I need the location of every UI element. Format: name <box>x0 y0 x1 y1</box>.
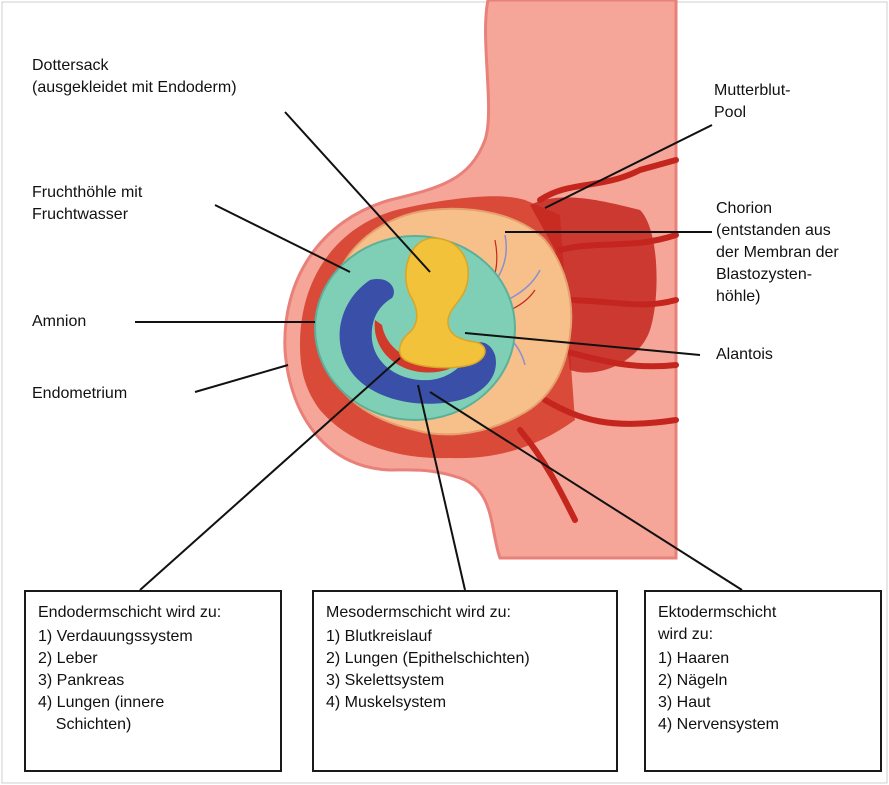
ectoderm-box-list: 1) Haaren 2) Nägeln 3) Haut 4) Nervensys… <box>658 648 870 736</box>
list-item: 4) Nervensystem <box>658 714 870 736</box>
endoderm-box-title: Endodermschicht wird zu: <box>38 602 270 624</box>
list-item: 1) Verdauungssystem <box>38 626 270 648</box>
pointer-endoderm-box <box>140 358 400 590</box>
list-item: 2) Nägeln <box>658 670 870 692</box>
label-amniotic-cavity: Fruchthöhle mit Fruchtwasser <box>32 182 142 226</box>
endoderm-box: Endodermschicht wird zu: 1) Verdauungssy… <box>24 590 282 772</box>
list-item: 3) Pankreas <box>38 670 270 692</box>
pointer-endometrium <box>195 365 288 392</box>
ectoderm-box-title: Ektodermschicht wird zu: <box>658 602 870 646</box>
label-amnion: Amnion <box>32 311 86 333</box>
mesoderm-box-list: 1) Blutkreislauf 2) Lungen (Epithelschic… <box>326 626 606 714</box>
mesoderm-box-title: Mesodermschicht wird zu: <box>326 602 606 624</box>
label-chorion: Chorion (entstanden aus der Membran der … <box>716 198 839 308</box>
list-item: 3) Haut <box>658 692 870 714</box>
list-item: 4) Lungen (innere Schichten) <box>38 692 270 736</box>
list-item: 2) Lungen (Epithelschichten) <box>326 648 606 670</box>
list-item: 4) Muskelsystem <box>326 692 606 714</box>
list-item: 1) Haaren <box>658 648 870 670</box>
label-yolk-sac: Dottersack (ausgekleidet mit Endoderm) <box>32 55 237 99</box>
endoderm-box-list: 1) Verdauungssystem 2) Leber 3) Pankreas… <box>38 626 270 736</box>
label-endometrium: Endometrium <box>32 383 127 405</box>
label-allantois: Alantois <box>716 344 773 366</box>
ectoderm-box: Ektodermschicht wird zu: 1) Haaren 2) Nä… <box>644 590 882 772</box>
list-item: 3) Skelettsystem <box>326 670 606 692</box>
list-item: 2) Leber <box>38 648 270 670</box>
list-item: 1) Blutkreislauf <box>326 626 606 648</box>
mesoderm-box: Mesodermschicht wird zu: 1) Blutkreislau… <box>312 590 618 772</box>
label-maternal-blood-pool: Mutterblut- Pool <box>714 80 790 124</box>
